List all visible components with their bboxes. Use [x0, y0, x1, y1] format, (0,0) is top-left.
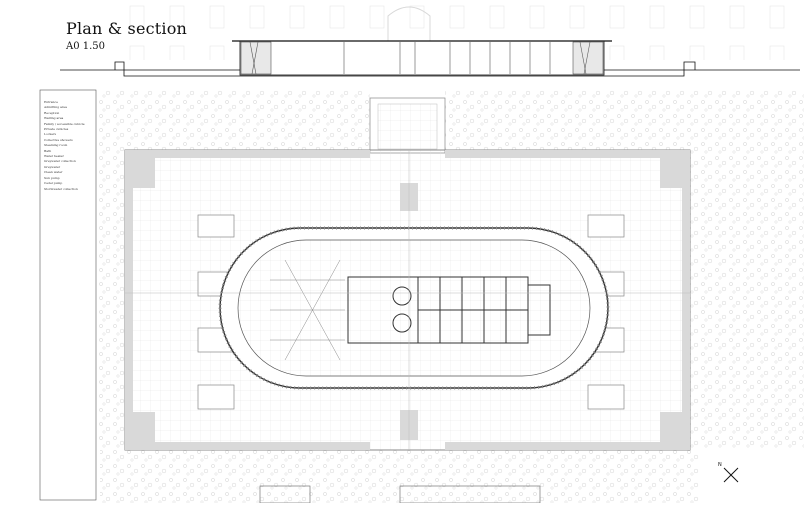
- entry-path: [369, 97, 446, 154]
- legend-item: Private cubicles: [44, 127, 69, 132]
- legend-item: Entrance: [44, 100, 58, 104]
- legend-item: Cedel pump: [44, 181, 63, 186]
- legend-item: Collective showers: [44, 137, 73, 142]
- sheet-scale: A0 1.50: [66, 41, 106, 52]
- plan-drawing: [124, 149, 691, 451]
- legend-item: Lockers: [44, 132, 57, 137]
- legend-item: Greywater: [44, 164, 61, 169]
- legend-item: Sun pump: [44, 175, 60, 180]
- sheet-title: Plan & section: [66, 19, 188, 38]
- legend-item: Waiting area: [44, 116, 64, 121]
- legend-item: Admitting area: [44, 105, 67, 110]
- legend-list: Entrance Admitting area Reception Waitin…: [44, 100, 94, 192]
- north-label: N: [718, 462, 722, 468]
- legend-item: Clean water: [44, 170, 63, 175]
- legend-item: Greywater collection: [44, 159, 76, 164]
- legend-item: Reception: [44, 110, 60, 115]
- north-arrow-icon: [723, 467, 739, 483]
- legend-item: Stormwater collection: [44, 186, 78, 191]
- legend-item: Steaming room: [44, 143, 68, 148]
- legend-item: Water heater: [44, 154, 64, 159]
- legend-item: Family / accessible cubicle: [44, 121, 85, 126]
- section-drawing: [60, 40, 800, 77]
- legend-panel: [39, 89, 97, 501]
- legend-item: Bath: [44, 148, 52, 153]
